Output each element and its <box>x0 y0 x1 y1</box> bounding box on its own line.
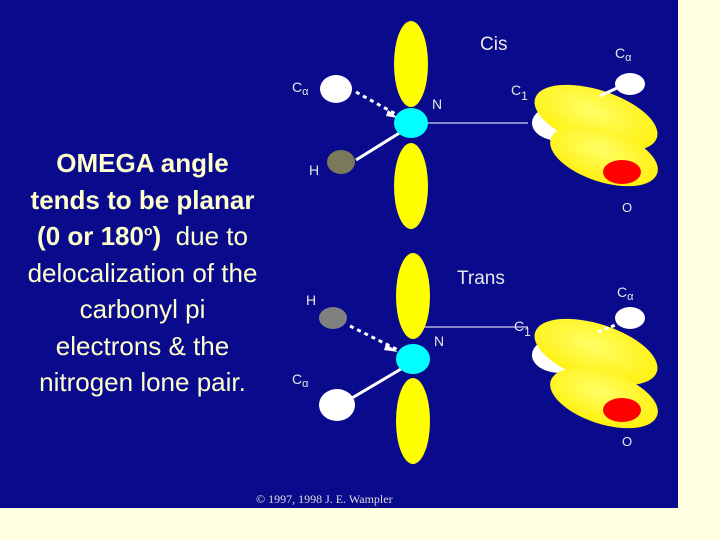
cis-n-orbital-bottom <box>394 143 428 229</box>
cis-molecule <box>320 21 658 229</box>
trans-c1-ca-bond <box>597 322 619 334</box>
caption-line-2: tends to be planar <box>30 184 255 215</box>
trans-n-orbital-top <box>396 253 430 339</box>
trans-c1-label: C1 <box>514 318 531 339</box>
caption-degree: o <box>143 222 153 239</box>
caption-due-to: due to <box>175 221 248 251</box>
copyright-text: © 1997, 1998 J. E. Wampler <box>256 492 393 506</box>
cis-oxygen-atom <box>603 160 641 184</box>
caption-text: OMEGA angle tends to be planar (0 or 180… <box>0 145 285 401</box>
trans-c-orbital-top <box>534 318 658 386</box>
trans-h-label: H <box>306 292 316 308</box>
cis-ca-n-wedge <box>386 110 398 118</box>
trans-calpha-left-atom <box>319 389 355 421</box>
cis-nitrogen-atom <box>394 108 428 138</box>
trans-ca-n-bond <box>351 367 402 400</box>
cis-c1-ca-bond <box>599 86 618 98</box>
slide-panel: OMEGA angle tends to be planar (0 or 180… <box>0 0 678 508</box>
trans-o-label: O <box>622 434 632 449</box>
caption-angle: (0 or 180 <box>37 221 144 251</box>
trans-calpha-right-atom <box>615 307 645 329</box>
trans-calpha-left-label: Cα <box>292 371 309 390</box>
cis-h-label: H <box>309 162 319 178</box>
caption-line-3: (0 or 180o) due to <box>0 218 285 255</box>
cis-hydrogen-atom <box>327 150 355 174</box>
caption-line-5: carbonyl pi <box>79 294 206 324</box>
cis-calpha-right-label: Cα <box>615 45 632 64</box>
trans-h-n-bond <box>349 324 399 352</box>
caption-line-7: nitrogen lone pair. <box>39 367 246 397</box>
caption-line-6: electrons & the <box>55 330 230 361</box>
cis-title: Cis <box>480 34 507 55</box>
trans-nitrogen-atom <box>396 344 430 374</box>
cis-n-orbital-top <box>394 21 428 107</box>
caption-line-4: delocalization of the <box>27 257 258 288</box>
trans-n-orbital-bottom <box>396 378 430 464</box>
cis-c1-label: C1 <box>511 82 528 103</box>
cis-calpha-left-atom <box>320 75 352 103</box>
peptide-diagram: Cis Cα Cα N C1 H O Trans Cα H C1 N Cα O … <box>256 21 658 506</box>
trans-molecule <box>319 253 658 464</box>
trans-hydrogen-atom <box>319 307 347 329</box>
cis-ca-n-bond <box>355 90 402 119</box>
trans-h-n-wedge <box>384 344 398 352</box>
cis-n-label: N <box>432 96 442 112</box>
trans-calpha-right-label: Cα <box>617 284 634 303</box>
caption-line-1: OMEGA angle <box>56 148 229 178</box>
trans-n-label: N <box>434 333 444 349</box>
cis-calpha-right-atom <box>615 73 645 95</box>
trans-title: Trans <box>457 268 505 289</box>
cis-o-label: O <box>622 200 632 215</box>
caption-angle-close: ) <box>152 221 162 251</box>
cis-h-n-bond <box>355 130 402 162</box>
trans-oxygen-atom <box>603 398 641 422</box>
cis-calpha-left-label: Cα <box>292 79 309 98</box>
